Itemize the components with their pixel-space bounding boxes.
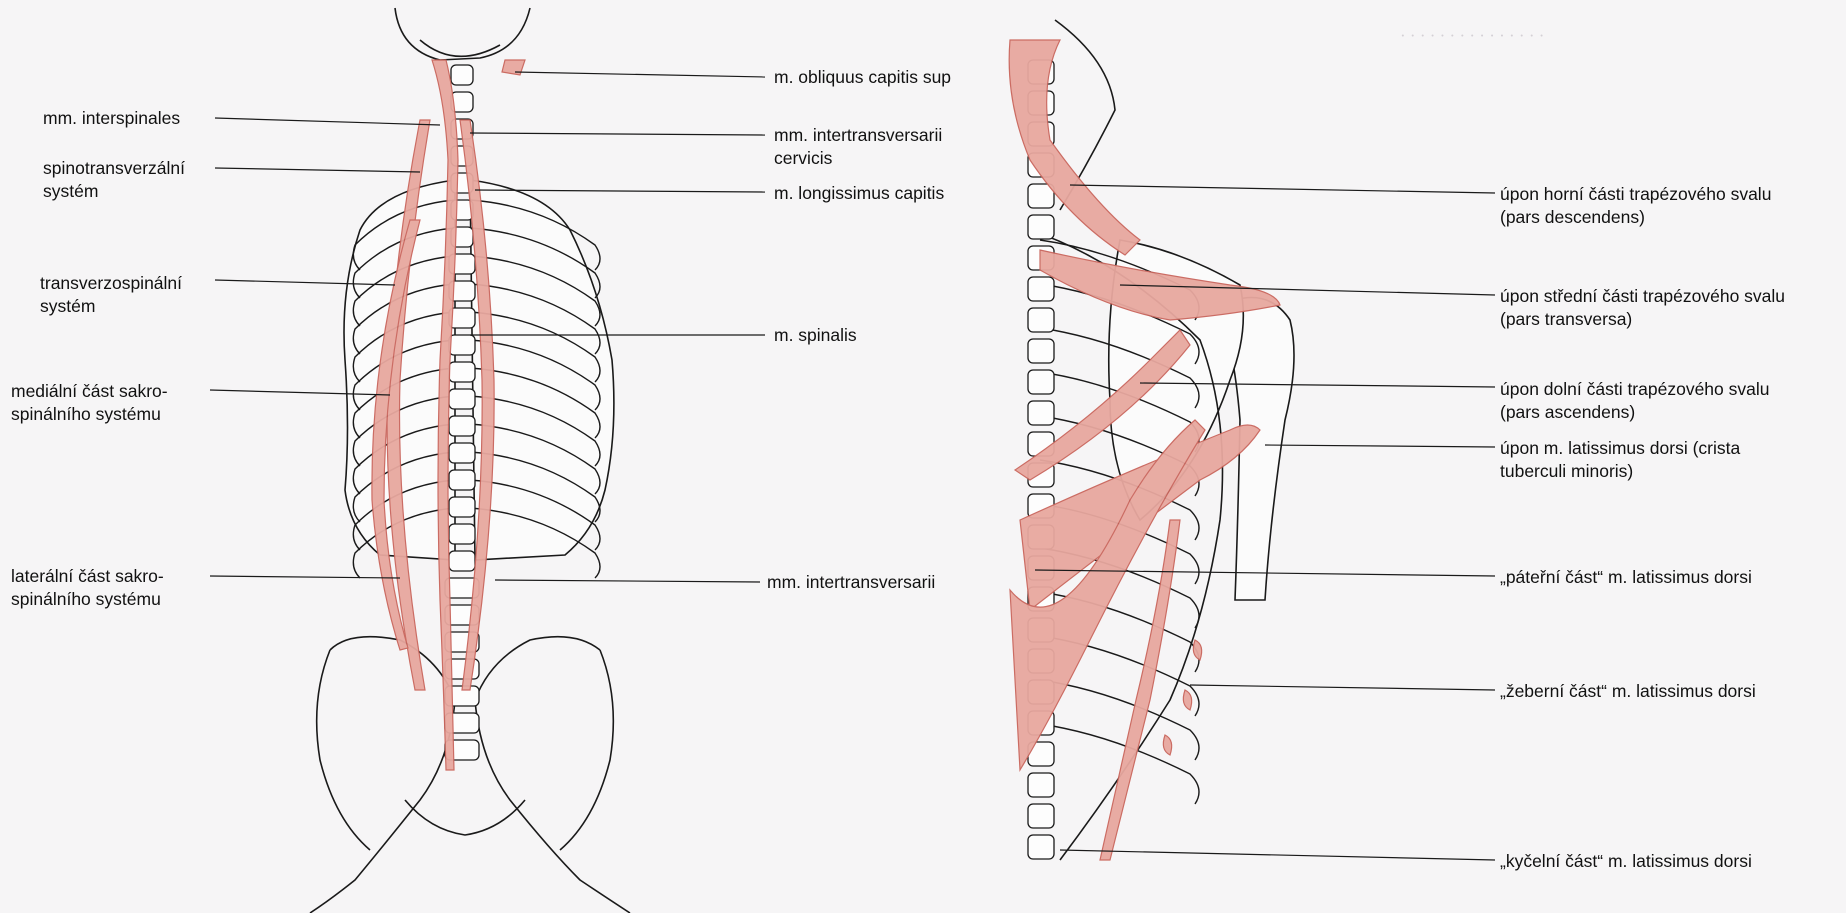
label-kycelni-cast-latissimus-dorsi: „kyčelní část“ m. latissimus dorsi: [1500, 850, 1752, 873]
vertebra: [1028, 835, 1054, 859]
label-mm-interspinales: mm. interspinales: [43, 107, 180, 130]
vertebra: [1028, 215, 1054, 239]
label-line: systém: [40, 295, 182, 318]
label-line: (pars transversa): [1500, 308, 1785, 331]
vertebra: [1028, 401, 1054, 425]
label-spinotransverzalni-system: spinotransverzální systém: [43, 157, 185, 203]
vertebra: [449, 470, 475, 490]
vertebra: [1028, 804, 1054, 828]
vertebra: [1028, 773, 1054, 797]
vertebra: [449, 497, 475, 517]
label-line: mediální část sakro-: [11, 380, 168, 403]
label-medialni-cast-sakrospinalniho-systemu: mediální část sakro- spinálního systému: [11, 380, 168, 426]
vertebra: [451, 65, 473, 85]
vertebra: [1028, 308, 1054, 332]
label-upon-horni-casti-trapezoveho-svalu: úpon horní části trapézového svalu (pars…: [1500, 183, 1771, 229]
label-upon-m-latissimus-dorsi: úpon m. latissimus dorsi (crista tubercu…: [1500, 437, 1740, 483]
vertebra: [449, 416, 475, 436]
vertebra: [449, 335, 475, 355]
vertebra: [449, 551, 475, 571]
label-line: mm. interspinales: [43, 107, 180, 130]
label-zeberni-cast-latissimus-dorsi: „žeberní část“ m. latissimus dorsi: [1500, 680, 1756, 703]
label-lateralni-cast-sakrospinalniho-systemu: laterální část sakro- spinálního systému: [11, 565, 164, 611]
vertebra: [1028, 277, 1054, 301]
label-line: cervicis: [774, 147, 942, 170]
label-line: mm. intertransversarii: [767, 571, 935, 594]
label-line: úpon horní části trapézového svalu: [1500, 183, 1771, 206]
label-line: (pars descendens): [1500, 206, 1771, 229]
label-line: m. spinalis: [774, 324, 857, 347]
label-line: spinálního systému: [11, 403, 168, 426]
label-m-spinalis: m. spinalis: [774, 324, 857, 347]
label-line: systém: [43, 180, 185, 203]
label-mm-intertransversarii: mm. intertransversarii: [767, 571, 935, 594]
label-line: mm. intertransversarii: [774, 124, 942, 147]
label-paterni-cast-latissimus-dorsi: „páteřní část“ m. latissimus dorsi: [1500, 566, 1752, 589]
label-m-obliquus-capitis-sup: m. obliquus capitis sup: [774, 66, 951, 89]
vertebra: [449, 362, 475, 382]
label-m-longissimus-capitis: m. longissimus capitis: [774, 182, 944, 205]
label-line: úpon střední části trapézového svalu: [1500, 285, 1785, 308]
label-mm-intertransversarii-cervicis: mm. intertransversarii cervicis: [774, 124, 942, 170]
label-line: transverzospinální: [40, 272, 182, 295]
label-line: laterální část sakro-: [11, 565, 164, 588]
vertebra: [449, 389, 475, 409]
label-line: „páteřní část“ m. latissimus dorsi: [1500, 566, 1752, 589]
label-line: tuberculi minoris): [1500, 460, 1740, 483]
label-line: „žeberní část“ m. latissimus dorsi: [1500, 680, 1756, 703]
label-line: m. longissimus capitis: [774, 182, 944, 205]
vertebra: [449, 524, 475, 544]
label-line: spinálního systému: [11, 588, 164, 611]
label-line: spinotransverzální: [43, 157, 185, 180]
label-line: úpon m. latissimus dorsi (crista: [1500, 437, 1740, 460]
vertebra: [1028, 370, 1054, 394]
label-line: „kyčelní část“ m. latissimus dorsi: [1500, 850, 1752, 873]
label-line: m. obliquus capitis sup: [774, 66, 951, 89]
label-transverzospinalni-system: transverzospinální systém: [40, 272, 182, 318]
label-upon-stredni-casti-trapezoveho-svalu: úpon střední části trapézového svalu (pa…: [1500, 285, 1785, 331]
label-upon-dolni-casti-trapezoveho-svalu: úpon dolní části trapézového svalu (pars…: [1500, 378, 1769, 424]
label-line: (pars ascendens): [1500, 401, 1769, 424]
vertebra: [449, 443, 475, 463]
vertebra: [1028, 339, 1054, 363]
label-line: úpon dolní části trapézového svalu: [1500, 378, 1769, 401]
